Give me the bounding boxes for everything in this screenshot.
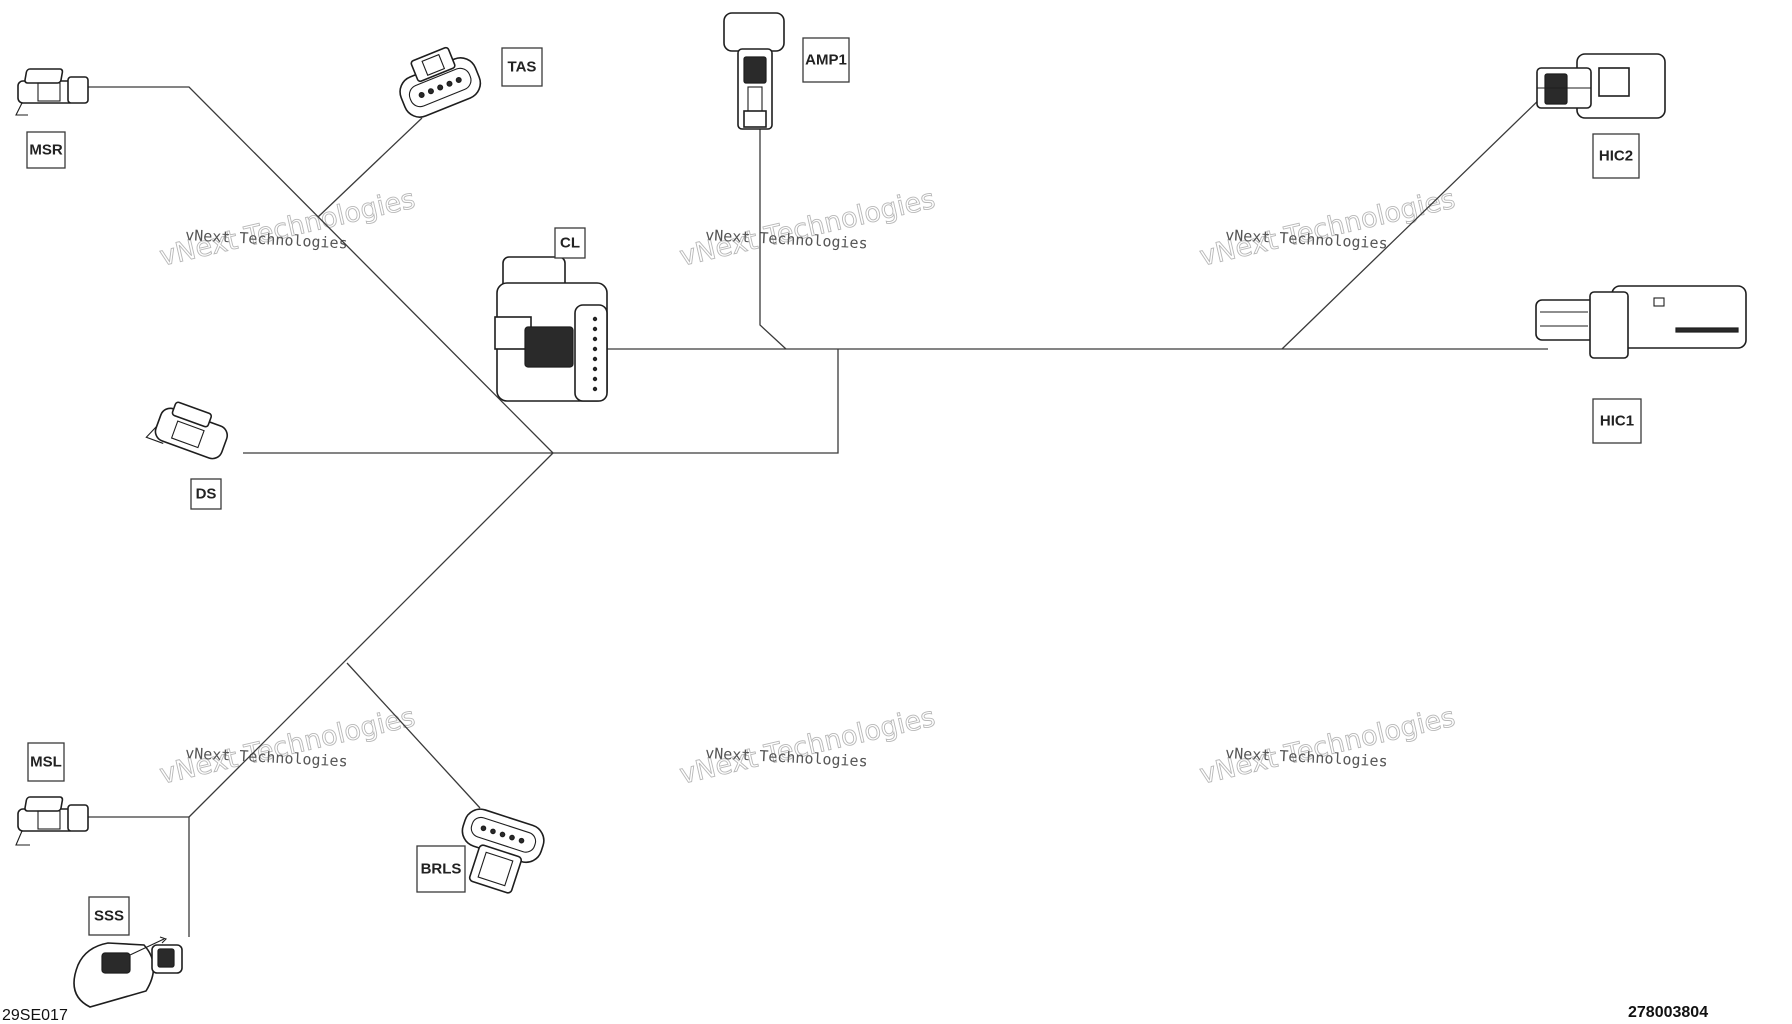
label-cl: CL — [554, 227, 586, 259]
label-msr: MSR — [26, 131, 66, 169]
watermark: vNext Technologies vNext Technologies — [1196, 701, 1458, 791]
ds-connector-icon[interactable] — [145, 396, 232, 463]
label-ds-text: DS — [196, 486, 217, 503]
label-hic1: HIC1 — [1592, 398, 1642, 444]
label-tas-text: TAS — [508, 59, 537, 76]
msr-connector-icon[interactable] — [15, 68, 89, 116]
watermark: vNext Technologies vNext Technologies — [156, 183, 418, 273]
wire-msr — [88, 86, 554, 454]
wire-trunk-right — [553, 349, 839, 454]
label-msl-text: MSL — [30, 754, 62, 771]
hic2-connector-icon[interactable] — [1536, 53, 1666, 119]
label-cl-text: CL — [560, 235, 580, 252]
label-brls-text: BRLS — [421, 861, 462, 878]
cl-connector-icon[interactable] — [494, 256, 608, 402]
hic1-connector-icon[interactable] — [1535, 285, 1747, 359]
label-sss: SSS — [88, 896, 130, 936]
label-amp1-text: AMP1 — [805, 52, 847, 69]
label-hic2: HIC2 — [1592, 133, 1640, 179]
label-msl: MSL — [27, 742, 65, 782]
label-tas: TAS — [501, 47, 543, 87]
amp1-connector-icon[interactable] — [723, 12, 785, 130]
label-msr-text: MSR — [29, 142, 63, 159]
part-number-right: 278003804 — [1628, 1004, 1708, 1021]
watermark: vNext Technologies vNext Technologies — [1196, 183, 1458, 273]
label-brls: BRLS — [416, 845, 466, 893]
wire-hic2 — [1281, 93, 1546, 350]
figure-code-left: 29SE017 — [2, 1007, 68, 1024]
wire-brls — [346, 662, 481, 809]
watermark: vNext Technologies vNext Technologies — [676, 701, 938, 791]
watermark: vNext Technologies vNext Technologies — [156, 701, 418, 791]
tas-connector-icon[interactable] — [390, 40, 485, 122]
msl-connector-icon[interactable] — [15, 796, 89, 846]
label-hic2-text: HIC2 — [1599, 148, 1633, 165]
watermark: vNext Technologies vNext Technologies — [676, 183, 938, 273]
wire-amp1 — [759, 118, 787, 350]
wire-tas — [317, 117, 423, 218]
brls-connector-icon[interactable] — [448, 805, 548, 899]
label-hic1-text: HIC1 — [1600, 413, 1634, 430]
cl-pin-column — [592, 316, 598, 392]
wire-trunk-lower — [188, 452, 554, 818]
sss-connector-icon[interactable] — [73, 936, 183, 1008]
label-ds: DS — [190, 478, 222, 510]
label-sss-text: SSS — [94, 908, 124, 925]
label-amp1: AMP1 — [802, 37, 850, 83]
watermark-group: vNext Technologies vNext Technologies vN… — [156, 183, 1458, 791]
harness-wires — [88, 86, 1548, 937]
